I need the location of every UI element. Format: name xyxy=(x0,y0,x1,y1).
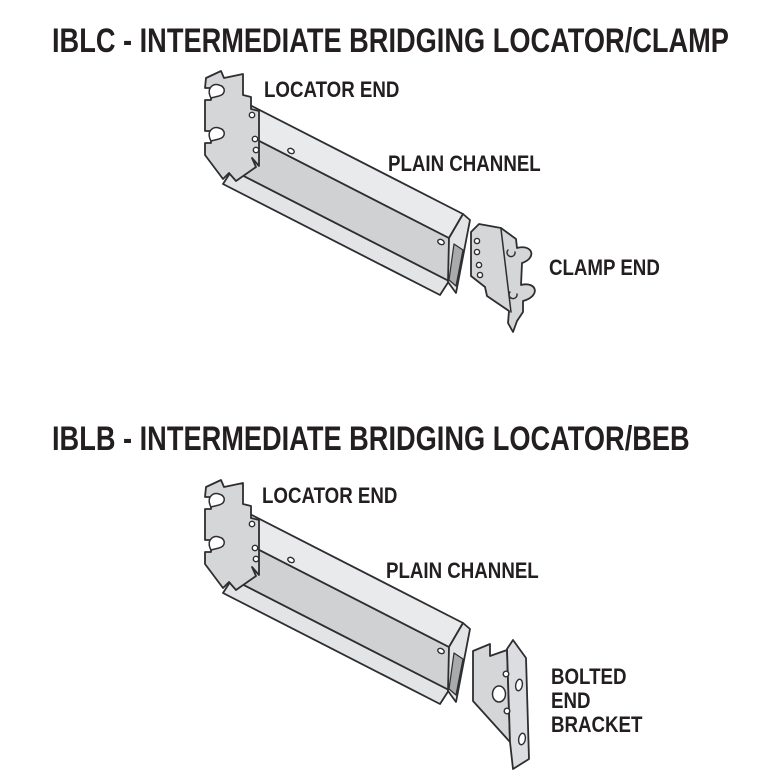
iblc-label-plain-channel: PLAIN CHANNEL xyxy=(388,151,541,176)
clamp-hole-3 xyxy=(475,261,483,269)
iblb-label-bolted-end-bracket: BOLTED END BRACKET xyxy=(551,665,642,737)
iblc-title: IBLC - INTERMEDIATE BRIDGING LOCATOR/CLA… xyxy=(52,22,729,60)
beb-slot-hole-bottom xyxy=(517,732,527,746)
iblb-label-locator-end: LOCATOR END xyxy=(262,483,398,508)
iblc-label-clamp-end: CLAMP END xyxy=(549,255,660,280)
iblb-title: IBLB - INTERMEDIATE BRIDGING LOCATOR/BEB xyxy=(52,420,690,458)
beb-fold-hole-top xyxy=(502,670,510,678)
iblc-label-locator-end: LOCATOR END xyxy=(264,77,400,102)
iblb-label-bracket: BRACKET xyxy=(551,712,643,737)
iblb-locator-and-channel xyxy=(204,479,471,705)
clamp-end-bracket-shape xyxy=(470,223,536,333)
beb-fold-hole-bottom xyxy=(503,707,511,715)
clamp-hole-4 xyxy=(476,271,484,279)
clamp-hole-1 xyxy=(473,237,481,245)
iblb-label-bolted: BOLTED xyxy=(551,664,627,689)
clamp-hook-mark-top xyxy=(506,249,516,258)
bolted-end-bracket-shape xyxy=(472,639,530,770)
iblb-label-plain-channel: PLAIN CHANNEL xyxy=(386,558,539,583)
beb-flange-face xyxy=(506,639,530,770)
clamp-hook-mark-bottom xyxy=(508,291,518,300)
clamp-plate xyxy=(470,223,536,333)
beb-large-bolt-hole xyxy=(491,685,507,703)
clamp-fold-line xyxy=(500,228,512,313)
beb-slot-hole-top xyxy=(514,678,524,692)
clamp-hole-2 xyxy=(473,248,481,256)
iblc-locator-and-channel xyxy=(204,70,471,296)
iblb-label-end: END xyxy=(551,688,591,713)
